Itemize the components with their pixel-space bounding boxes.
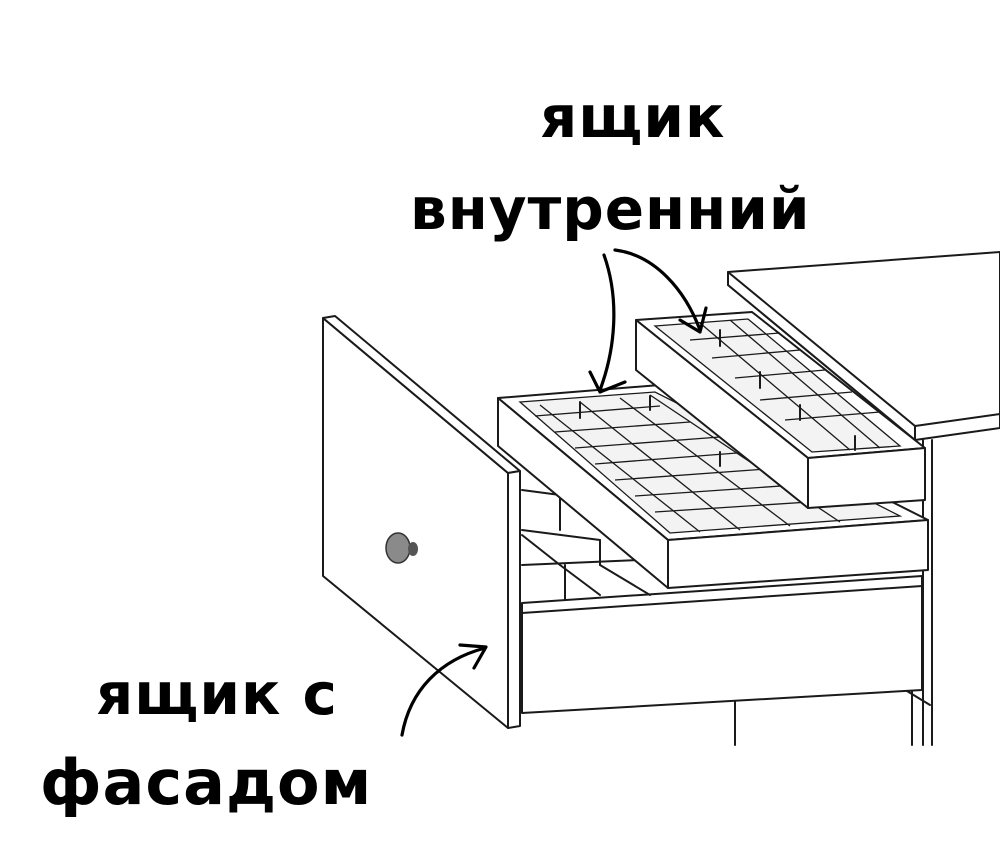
arrow-to-front-drawer-icon xyxy=(400,643,488,737)
arrow-to-upper-inner-drawer-icon xyxy=(613,248,708,334)
inner-drawer-upper xyxy=(635,311,926,509)
front-drawer-label-line2: фасадом xyxy=(40,746,373,819)
knob-icon xyxy=(385,532,418,564)
front-drawer-label-line1: ящик с xyxy=(96,660,338,728)
drawer-facade xyxy=(322,315,521,729)
inner-drawer-label-line2: внутренний xyxy=(410,175,811,243)
front-drawer-box xyxy=(521,489,923,714)
arrow-to-lower-inner-drawer-icon xyxy=(588,253,627,394)
inner-drawer-label-line1: ящик xyxy=(540,83,726,151)
